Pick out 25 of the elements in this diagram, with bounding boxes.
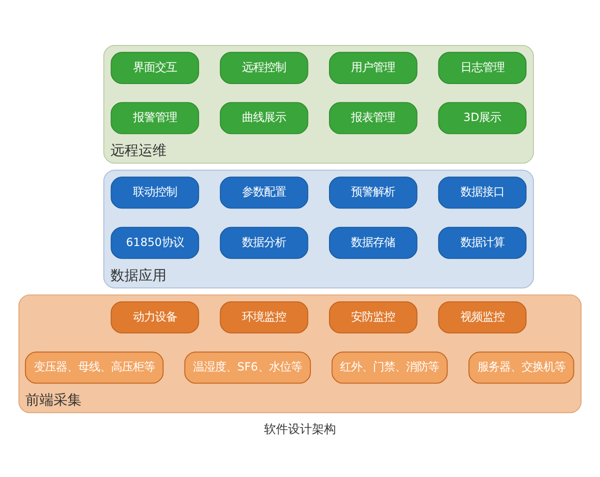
node-box: 数据分析 — [220, 226, 308, 258]
node-box: 61850协议 — [110, 226, 200, 258]
node-box: 环境监控 — [220, 300, 308, 333]
node-box: 动力设备 — [110, 300, 200, 333]
node-box: 日志管理 — [438, 51, 527, 84]
node-box: 参数配置 — [220, 176, 308, 208]
node-box: 数据计算 — [438, 226, 527, 258]
node-box: 界面交互 — [110, 51, 200, 84]
node-box: 曲线展示 — [220, 102, 308, 134]
caption: 软件设计架构 — [264, 421, 336, 436]
node-box: 温湿度、SF6、水位等 — [184, 351, 311, 384]
node-box: 变压器、母线、高压柜等 — [24, 351, 164, 384]
node-box: 视频监控 — [438, 300, 527, 333]
node-box: 红外、门禁、消防等 — [332, 351, 448, 384]
node-box: 报警管理 — [110, 102, 200, 134]
node-box: 安防监控 — [329, 300, 418, 333]
node-box: 数据存储 — [329, 226, 418, 258]
node-box: 预警解析 — [329, 176, 418, 208]
node-box: 远程控制 — [220, 51, 308, 84]
node-box: 服务器、交换机等 — [468, 351, 574, 384]
node-box: 3D展示 — [438, 102, 527, 134]
node-box: 用户管理 — [329, 51, 418, 84]
node-box: 报表管理 — [329, 102, 418, 134]
node-box: 数据接口 — [438, 176, 527, 208]
node-box: 联动控制 — [110, 176, 200, 208]
